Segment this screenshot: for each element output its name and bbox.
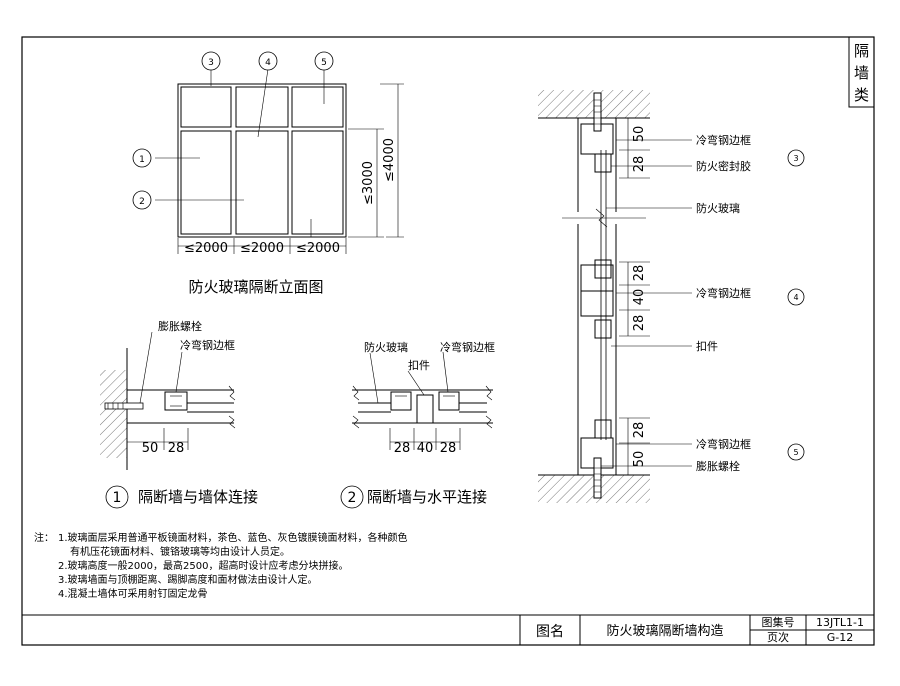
detail2-glass-label: 防火玻璃: [364, 340, 408, 354]
detail2-title: 隔断墙与水平连接: [367, 488, 487, 506]
section-anchor-label: 膨胀螺栓: [696, 459, 740, 473]
notes-prefix: 注：: [34, 531, 54, 544]
elevation-width-3: ≤2000: [296, 241, 340, 256]
detail1-drawing: [100, 331, 236, 470]
section-dim-bottom-28: 28: [632, 422, 647, 439]
detail1-number: 1: [105, 485, 129, 509]
title-page-no: G-12: [827, 631, 854, 644]
section-clip-label: 扣件: [696, 339, 718, 353]
section-frame-mid-label: 冷弯钢边框: [696, 286, 751, 300]
elevation-height-4000: ≤4000: [382, 138, 397, 182]
sheet-border: [21, 36, 875, 646]
notes-line-5: 4.混凝土墙体可采用射钉固定龙骨: [58, 587, 208, 600]
section-frame-top-label: 冷弯钢边框: [696, 133, 751, 147]
svg-text:2: 2: [139, 197, 145, 207]
section-dim-mid-40: 40: [632, 289, 647, 306]
svg-text:4: 4: [265, 58, 271, 68]
elevation-bubble-1: 1: [132, 148, 152, 168]
elevation-caption: 防火玻璃隔断立面图: [188, 278, 323, 296]
section-frame-bottom-label: 冷弯钢边框: [696, 437, 751, 451]
elevation-height-3000: ≤3000: [361, 161, 376, 205]
section-sealant-label: 防火密封胶: [696, 159, 751, 173]
title-atlas-no: 13JTL1-1: [816, 616, 864, 629]
side-tab-char-3: 类: [854, 86, 869, 104]
title-atlas-label: 图集号: [762, 615, 795, 629]
section-dim-bottom-50: 50: [632, 451, 647, 468]
section-dim-mid-28a: 28: [632, 265, 647, 282]
detail1-frame-label: 冷弯钢边框: [180, 338, 235, 352]
detail2-drawing: [352, 351, 493, 450]
notes-line-1: 1.玻璃面层采用普通平板镜面材料，茶色、蓝色、灰色镀膜镜面材料，各种颜色: [58, 531, 408, 544]
svg-text:3: 3: [793, 154, 798, 163]
svg-text:1: 1: [139, 155, 145, 165]
detail1-anchor-label: 膨胀螺栓: [158, 319, 202, 333]
section-bubble-4: 4: [787, 288, 805, 306]
elevation-bubble-2: 2: [132, 190, 152, 210]
notes-line-2: 有机压花镜面材料、镀铬玻璃等均由设计人员定。: [70, 545, 290, 558]
title-drawing-title: 防火玻璃隔断墙构造: [606, 623, 723, 639]
detail2-frame-label: 冷弯钢边框: [440, 340, 495, 354]
side-tab-char-2: 墙: [854, 64, 869, 82]
title-page-label: 页次: [767, 630, 789, 644]
svg-text:3: 3: [208, 58, 214, 68]
section-dim-top-50: 50: [632, 126, 647, 143]
section-dim-top-28: 28: [632, 156, 647, 173]
detail2-clip-label: 扣件: [408, 358, 430, 372]
detail2-dim-28a: 28: [394, 441, 411, 456]
detail1-title: 隔断墙与墙体连接: [138, 488, 258, 506]
section-bubble-3: 3: [787, 149, 805, 167]
elevation-width-1: ≤2000: [184, 241, 228, 256]
elevation-bubble-5: 5: [314, 51, 334, 71]
section-bubble-5: 5: [787, 443, 805, 461]
notes-line-3: 2.玻璃高度一般2000，最高2500，超高时设计应考虑分块拼接。: [58, 559, 348, 572]
elevation-drawing: [155, 68, 404, 254]
title-block: [22, 614, 874, 645]
section-drawing: [538, 90, 692, 503]
detail2-number: 2: [340, 485, 364, 509]
svg-text:1: 1: [113, 490, 122, 506]
detail2-dim-28b: 28: [440, 441, 457, 456]
side-tab-char-1: 隔: [854, 42, 869, 60]
detail1-dim-50: 50: [142, 441, 159, 456]
elevation-bubble-4: 4: [258, 51, 278, 71]
svg-text:2: 2: [348, 490, 357, 506]
side-tab: 隔 墙 类: [848, 36, 875, 108]
svg-text:4: 4: [793, 293, 798, 302]
title-name-label: 图名: [536, 624, 564, 640]
svg-text:5: 5: [321, 58, 327, 68]
section-dim-mid-28b: 28: [632, 315, 647, 332]
elevation-width-2: ≤2000: [240, 241, 284, 256]
svg-text:5: 5: [793, 448, 798, 457]
elevation-bubble-3: 3: [201, 51, 221, 71]
detail1-dim-28: 28: [168, 441, 185, 456]
notes-line-4: 3.玻璃墙面与顶棚距离、踢脚高度和面材做法由设计人定。: [58, 573, 318, 586]
section-glass-label: 防火玻璃: [696, 201, 740, 215]
detail2-dim-40: 40: [417, 441, 434, 456]
